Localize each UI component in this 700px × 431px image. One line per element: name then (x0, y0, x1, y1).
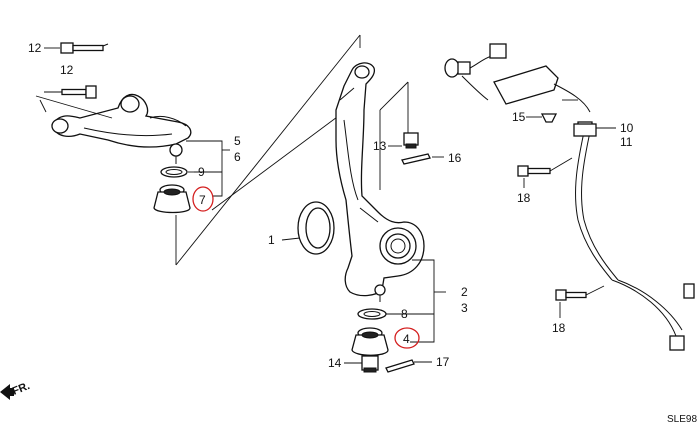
cotter-pin-16 (401, 153, 444, 165)
label-9: 9 (198, 165, 205, 179)
label-17: 17 (436, 355, 450, 369)
label-12-lower: 12 (60, 63, 74, 77)
front-arrow-icon (0, 384, 14, 400)
diagram-code: SLE98 (667, 414, 697, 425)
label-15: 15 (512, 110, 526, 124)
dust-shield-1 (281, 201, 335, 255)
front-direction-marker: FR. (0, 380, 32, 400)
label-5: 5 (234, 134, 241, 148)
front-marker-text: FR. (11, 380, 32, 398)
upper-arm-bolt-12-top (44, 42, 109, 54)
label-7: 7 (199, 193, 206, 207)
label-10: 10 (620, 121, 634, 135)
label-4-highlight: 4 (394, 327, 420, 349)
label-11: 11 (620, 135, 633, 149)
ball-joint-boot-7 (153, 184, 191, 214)
cotter-pin-17 (385, 359, 432, 373)
castle-nut-13 (388, 132, 419, 149)
upper-arm-bolt-12-lower (44, 85, 97, 99)
bolt-18-upper (517, 157, 573, 188)
label-18-upper: 18 (517, 191, 531, 205)
label-3: 3 (461, 301, 468, 315)
steering-knuckle (335, 62, 425, 302)
boot-clip-8 (357, 308, 387, 320)
label-18-lower: 18 (552, 321, 566, 335)
speed-sensor-harness (444, 43, 695, 351)
ball-joint-boot-4 (351, 327, 389, 356)
castle-nut-14 (344, 355, 379, 373)
label-13: 13 (373, 139, 387, 153)
label-4: 4 (403, 332, 410, 346)
bracket-10-11 (573, 123, 616, 137)
label-6: 6 (234, 150, 241, 164)
upper-arm (51, 93, 192, 164)
clip-15 (526, 113, 558, 123)
label-7-highlight: 7 (192, 186, 214, 212)
label-8: 8 (401, 307, 408, 321)
label-1: 1 (268, 233, 275, 247)
label-14: 14 (328, 356, 342, 370)
label-12-top: 12 (28, 41, 42, 55)
bolt-18-lower (555, 285, 605, 318)
label-2: 2 (461, 285, 468, 299)
boot-clip-9 (160, 166, 194, 178)
label-16: 16 (448, 151, 462, 165)
